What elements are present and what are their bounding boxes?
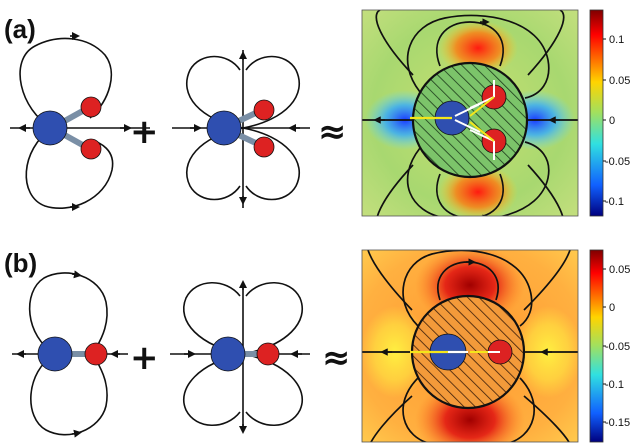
small-sphere xyxy=(80,138,102,160)
approx-sign-a: ≈ xyxy=(318,112,347,152)
swimmer-a-1 xyxy=(32,96,102,160)
colorbar-tick: -0.1 xyxy=(605,196,624,208)
large-sphere xyxy=(32,110,68,146)
panel-a: (a) + xyxy=(4,9,630,217)
small-sphere xyxy=(80,96,102,118)
colorbar-tick: -0.15 xyxy=(605,417,630,429)
plus-sign-a: + xyxy=(130,112,159,152)
field-map-frame xyxy=(361,249,579,443)
colorbar-a: 0.1 0.05 0 -0.05 -0.1 xyxy=(589,9,630,217)
colorbar-strip xyxy=(589,9,604,217)
lobe xyxy=(242,55,301,129)
swimmer-a-2 xyxy=(206,99,275,158)
field-map-a xyxy=(362,10,578,216)
swimmer-b-2 xyxy=(210,336,280,372)
colorbar-tick: -0.1 xyxy=(605,379,624,391)
schematic-a-dipole xyxy=(10,32,150,211)
large-sphere xyxy=(206,110,242,146)
lobe xyxy=(242,127,301,201)
panel-label-b: (b) xyxy=(4,248,37,278)
colorbar-strip xyxy=(589,249,604,443)
colorbar-tick: 0 xyxy=(609,115,615,127)
colorbar-tick: 0.1 xyxy=(609,34,624,46)
colorbar-tick: 0.05 xyxy=(609,75,630,87)
panel-b: (b) + xyxy=(4,248,630,443)
hatched-disc xyxy=(411,61,529,179)
small-sphere xyxy=(84,342,108,366)
colorbar-tick: 0.05 xyxy=(609,264,630,276)
field-lines-a xyxy=(362,10,578,216)
small-sphere xyxy=(253,136,275,158)
swimmer-b-1 xyxy=(37,336,108,372)
field-line-upper xyxy=(19,37,113,129)
yellow-arrow xyxy=(469,121,495,142)
colorbar-tick: -0.05 xyxy=(605,341,630,353)
large-sphere xyxy=(210,336,246,372)
plus-sign-b: + xyxy=(130,338,159,378)
panel-label-a: (a) xyxy=(4,14,36,44)
colorbar-tick: 0 xyxy=(609,302,615,314)
field-map-frame xyxy=(361,9,579,217)
schematic-b-quadrupole xyxy=(170,280,310,434)
field-map-b xyxy=(362,250,578,442)
velocity-arrows xyxy=(454,80,495,160)
high-region xyxy=(438,164,518,216)
colorbar-b: 0.05 0 -0.05 -0.1 -0.15 xyxy=(589,249,630,443)
small-sphere xyxy=(253,99,275,121)
colorbar-tick: -0.05 xyxy=(605,156,630,168)
approx-sign-b: ≈ xyxy=(322,338,351,378)
small-sphere xyxy=(256,342,280,366)
yellow-arrow xyxy=(469,96,495,117)
large-sphere xyxy=(37,336,73,372)
